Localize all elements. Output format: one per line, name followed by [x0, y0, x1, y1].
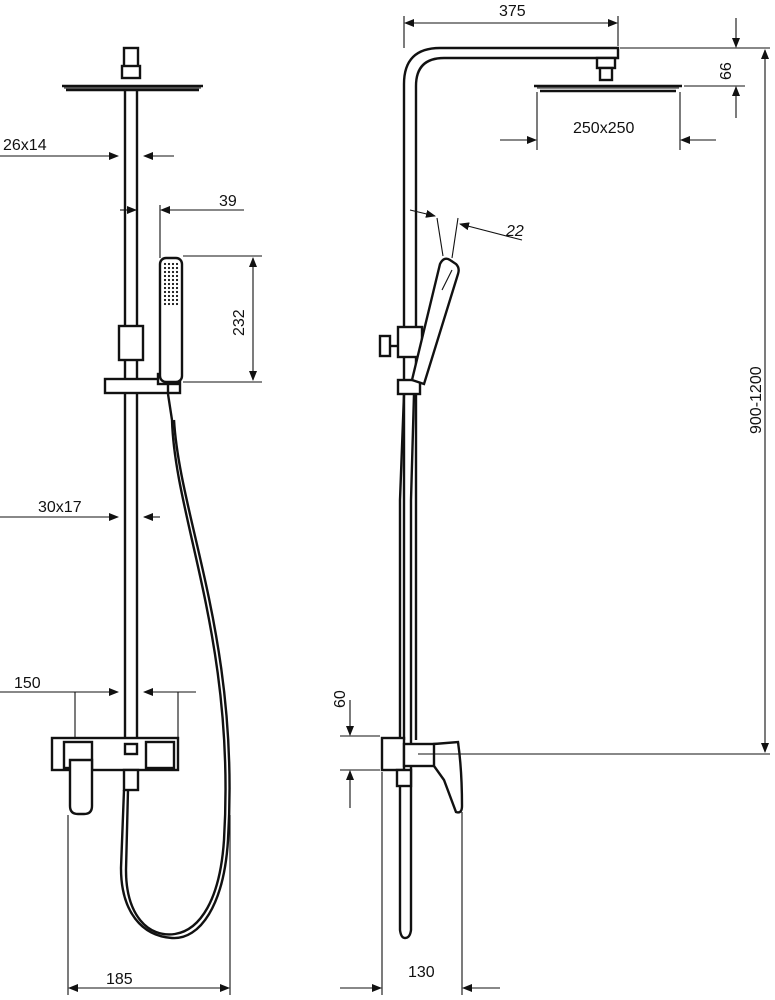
nozzle-dot — [163, 278, 167, 282]
dim-hose-spread: 185 — [106, 971, 133, 988]
nozzle-dot — [167, 262, 171, 266]
front-hose — [124, 393, 227, 936]
nozzle-dot — [163, 262, 167, 266]
nozzle-dot — [175, 278, 179, 282]
nozzle-dot — [167, 278, 171, 282]
side-hose — [398, 393, 416, 940]
nozzle-dot — [167, 266, 171, 270]
dim-mixer-height: 60 — [332, 690, 349, 708]
dim-arm-reach: 375 — [499, 3, 526, 20]
nozzle-dot — [163, 274, 167, 278]
nozzle-dot — [167, 282, 171, 286]
side-view: 375 66 250x250 22 900-1200 60 130 — [332, 3, 770, 995]
nozzle-dot — [163, 266, 167, 270]
nozzle-dot — [175, 298, 179, 302]
nozzle-dot — [167, 290, 171, 294]
nozzle-dot — [163, 282, 167, 286]
nozzle-dot — [171, 274, 175, 278]
nozzle-dot — [175, 274, 179, 278]
nozzle-dot — [167, 302, 171, 306]
dim-handshower-length: 232 — [231, 309, 248, 336]
front-mixer — [50, 736, 180, 816]
dim-handshower-offset: 39 — [219, 193, 237, 210]
nozzle-dot — [175, 286, 179, 290]
dim-handshower-angle: 22 — [505, 223, 524, 240]
nozzle-dot — [171, 302, 175, 306]
nozzle-dot — [171, 286, 175, 290]
nozzle-dot — [175, 270, 179, 274]
nozzle-dot — [175, 262, 179, 266]
front-rail — [117, 90, 145, 738]
dim-mixer-projection: 130 — [408, 964, 435, 981]
nozzle-dot — [171, 262, 175, 266]
nozzle-dot — [175, 294, 179, 298]
nozzle-dot — [163, 290, 167, 294]
front-view: 26x14 39 232 30x17 150 185 — [0, 46, 262, 995]
nozzle-dot — [163, 294, 167, 298]
dim-rail-size: 26x14 — [3, 137, 47, 154]
nozzle-dot — [171, 282, 175, 286]
nozzle-dot — [175, 290, 179, 294]
nozzle-dot — [167, 286, 171, 290]
side-shower-head — [534, 56, 682, 93]
nozzle-dot — [167, 270, 171, 274]
nozzle-dot — [163, 298, 167, 302]
nozzle-dot — [171, 294, 175, 298]
side-dimensions — [340, 16, 770, 995]
nozzle-dot — [163, 302, 167, 306]
nozzle-dot — [171, 290, 175, 294]
front-dimensions — [0, 152, 262, 995]
dim-lower-pipe-size: 30x17 — [38, 499, 82, 516]
nozzle-dot — [171, 266, 175, 270]
nozzle-dot — [171, 278, 175, 282]
dim-height-range: 900-1200 — [748, 366, 765, 434]
nozzle-dot — [175, 282, 179, 286]
nozzle-dot — [171, 270, 175, 274]
side-riser-arm — [402, 46, 620, 740]
dim-head-size: 250x250 — [573, 120, 634, 137]
side-mixer — [380, 736, 464, 814]
side-bracket — [378, 325, 424, 359]
front-hand-shower — [158, 256, 184, 384]
nozzle-dot — [171, 298, 175, 302]
nozzle-dot — [167, 274, 171, 278]
nozzle-dot — [175, 302, 179, 306]
front-shower-head — [62, 46, 203, 92]
side-hand-shower — [396, 257, 460, 396]
dim-head-drop: 66 — [718, 62, 735, 80]
nozzle-dot — [167, 298, 171, 302]
nozzle-dot — [163, 270, 167, 274]
nozzle-dot — [175, 266, 179, 270]
dim-mixer-width: 150 — [14, 675, 41, 692]
nozzle-dot — [163, 286, 167, 290]
nozzle-dot — [167, 294, 171, 298]
